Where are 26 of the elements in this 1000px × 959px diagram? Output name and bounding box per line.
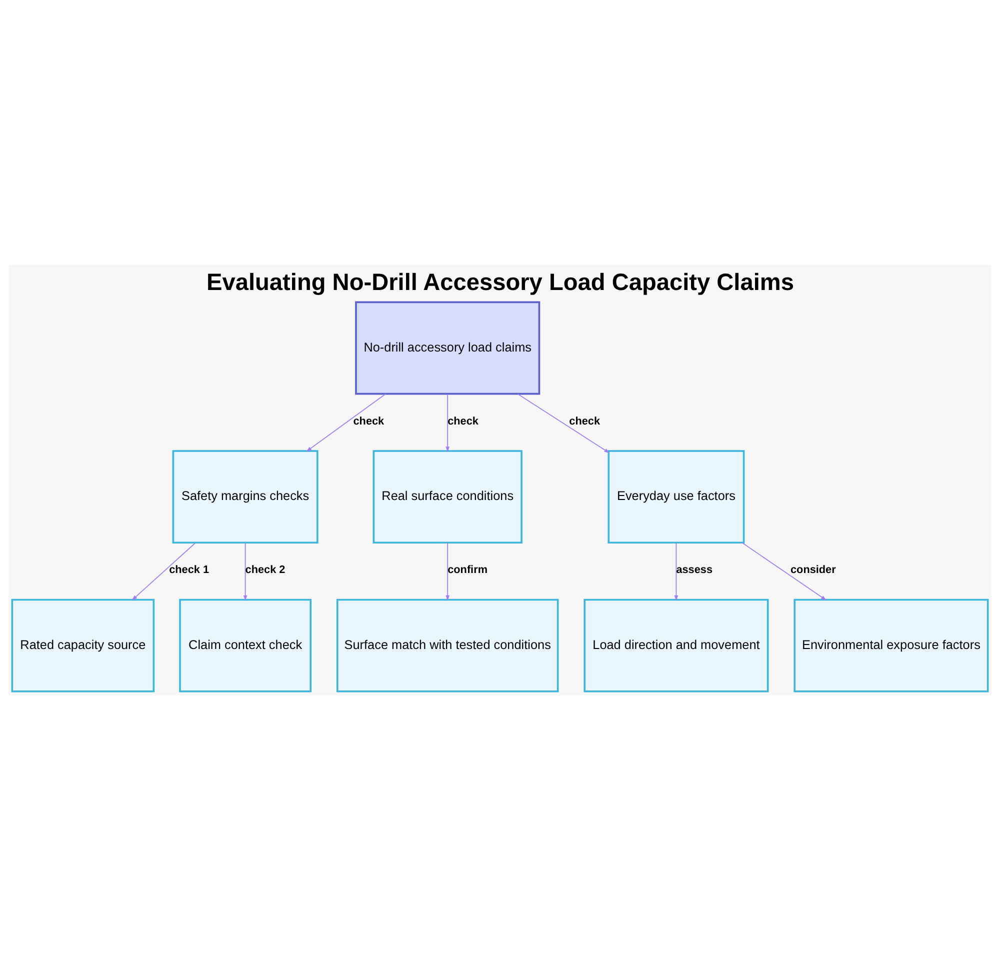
node-box: Environmental exposure factors bbox=[794, 598, 989, 692]
edge-label: consider bbox=[790, 564, 836, 576]
edge-label: check bbox=[448, 414, 478, 427]
edge-label: confirm bbox=[448, 564, 488, 576]
arrow bbox=[674, 542, 678, 600]
edge-label: check 2 bbox=[245, 564, 286, 576]
node-box: Everyday use factors bbox=[608, 450, 745, 543]
arrow bbox=[243, 542, 248, 600]
arrow bbox=[517, 393, 610, 453]
arrow bbox=[446, 393, 450, 452]
diagram-title: Evaluating No-Drill Accessory Load Capacity Claims bbox=[206, 268, 794, 295]
node-box: Load direction and movement bbox=[584, 598, 769, 692]
node-box: Claim context check bbox=[179, 598, 312, 692]
edge-label: assess bbox=[676, 564, 713, 576]
arrow bbox=[306, 393, 386, 452]
node-box: No-drill accessory load claims bbox=[355, 300, 540, 394]
edge-label: check 1 bbox=[169, 564, 210, 576]
node-box: Real surface conditions bbox=[372, 450, 522, 543]
arrow bbox=[132, 542, 196, 600]
edge-label: check bbox=[353, 414, 384, 427]
arrow bbox=[446, 542, 450, 600]
node-box: Safety margins checks bbox=[172, 450, 318, 543]
edge-label: check bbox=[569, 414, 600, 427]
node-box: Surface match with tested conditions bbox=[336, 598, 559, 692]
node-box: Rated capacity source bbox=[11, 598, 155, 692]
arrow bbox=[742, 542, 826, 600]
